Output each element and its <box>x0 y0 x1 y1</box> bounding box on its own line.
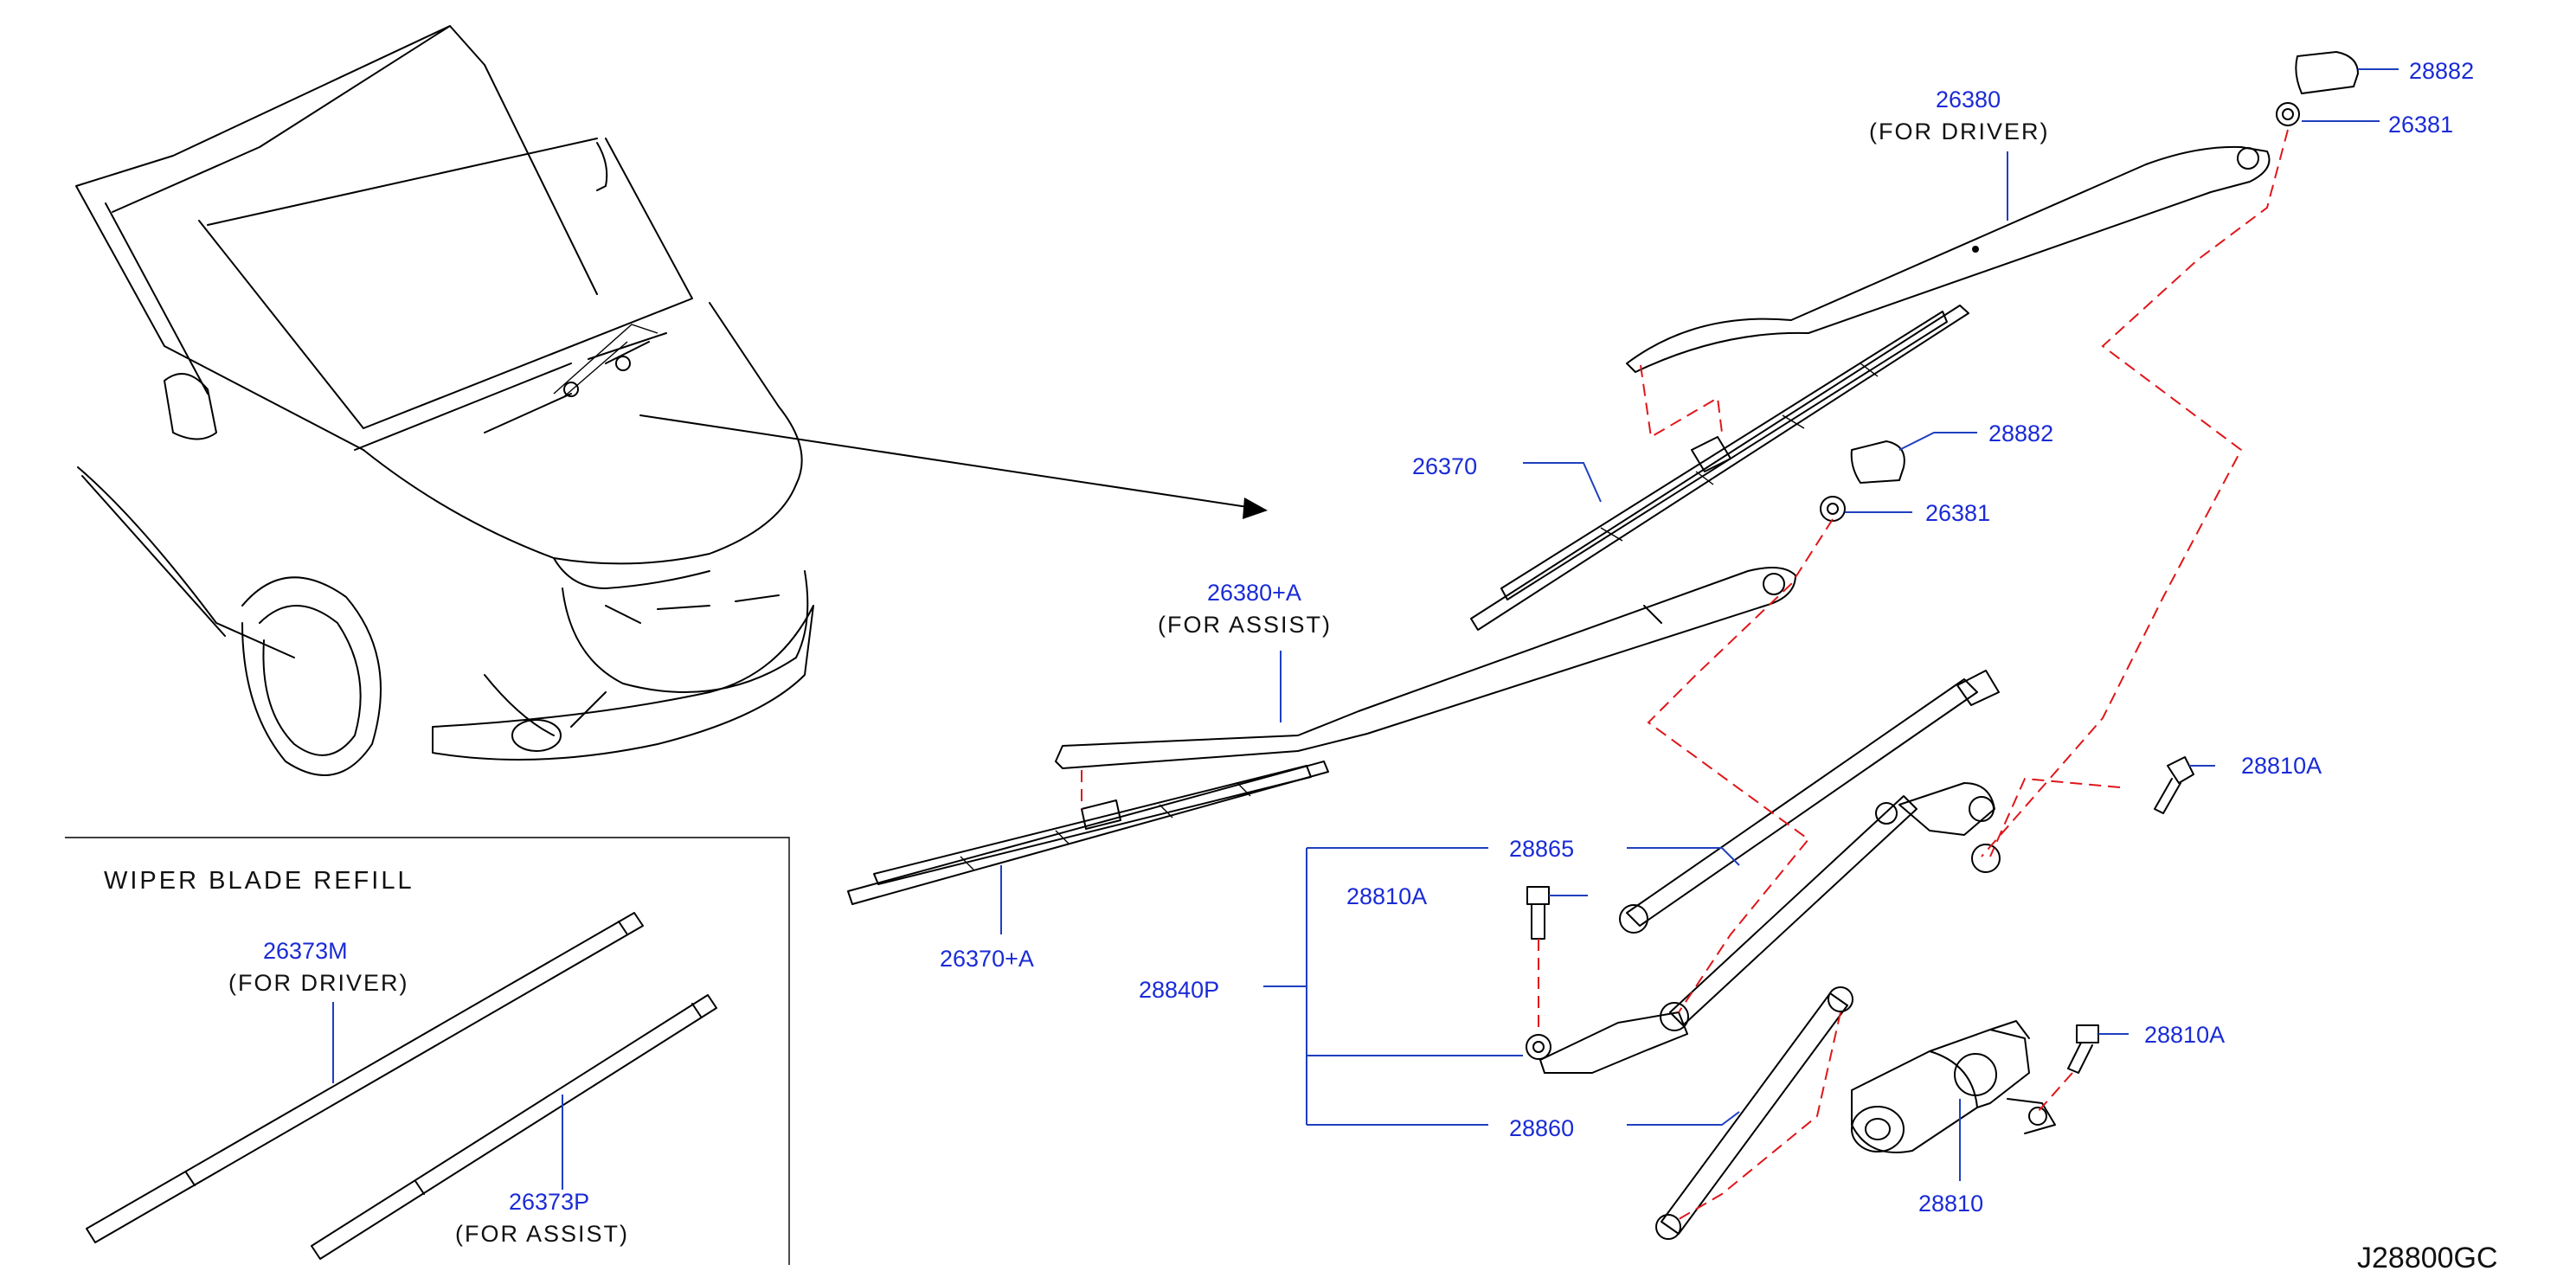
label-28840p: 28840P <box>1139 977 1219 1003</box>
wiper-blade-assist <box>847 761 1329 905</box>
part-labels: 28882 26381 26380 (FOR DRIVER) 28882 263… <box>940 58 2498 1274</box>
linkage-assembly <box>1526 670 2001 1240</box>
diagram-code: J28800GC <box>2357 1242 2498 1274</box>
nut-26381-top <box>2276 102 2300 126</box>
bolt-28810a-right <box>2154 756 2194 814</box>
label-26380a: 26380+A <box>1207 580 1301 606</box>
label-28810a-right: 28810A <box>2241 753 2322 779</box>
label-28882-mid: 28882 <box>1988 421 2053 446</box>
leader-lines <box>1000 68 2399 1181</box>
nut-26381-mid <box>1820 496 1846 522</box>
label-28810a-left: 28810A <box>1346 883 1427 909</box>
bolt-28810a-left <box>1526 886 1550 940</box>
bolt-28810a-low <box>2067 1024 2099 1074</box>
wiper-arm-driver <box>1626 145 2271 373</box>
refill-driver-note: (FOR DRIVER) <box>228 970 409 996</box>
vehicle-illustration <box>75 25 1268 776</box>
label-28860: 28860 <box>1509 1115 1574 1141</box>
wiper-motor <box>1851 1020 2056 1153</box>
assembly-dashes <box>1081 129 2289 1223</box>
cap-28882-mid <box>1850 440 1905 484</box>
label-26380-note: (FOR DRIVER) <box>1869 119 2050 144</box>
label-26370a: 26370+A <box>940 946 1034 972</box>
label-26380a-note: (FOR ASSIST) <box>1158 612 1332 638</box>
label-26370: 26370 <box>1412 453 1477 479</box>
cap-28882-top <box>2295 51 2359 94</box>
label-26380: 26380 <box>1936 87 2001 112</box>
label-28810: 28810 <box>1918 1191 1983 1217</box>
label-26381-mid: 26381 <box>1925 500 1990 526</box>
refill-assist-note: (FOR ASSIST) <box>455 1221 629 1247</box>
wiper-arm-assist <box>1055 567 1796 769</box>
refill-box: WIPER BLADE REFILL 26373M (FOR DRIVER) 2… <box>65 837 790 1265</box>
wiper-blade-driver <box>1470 305 1969 631</box>
label-26381-top: 26381 <box>2388 112 2453 138</box>
refill-box-title: WIPER BLADE REFILL <box>104 867 414 895</box>
label-28882-top: 28882 <box>2409 58 2474 84</box>
label-28865: 28865 <box>1509 836 1574 862</box>
part-26373p-label: 26373P <box>509 1189 589 1215</box>
label-28810a-low: 28810A <box>2144 1022 2225 1048</box>
part-26373m-label: 26373M <box>263 938 348 964</box>
